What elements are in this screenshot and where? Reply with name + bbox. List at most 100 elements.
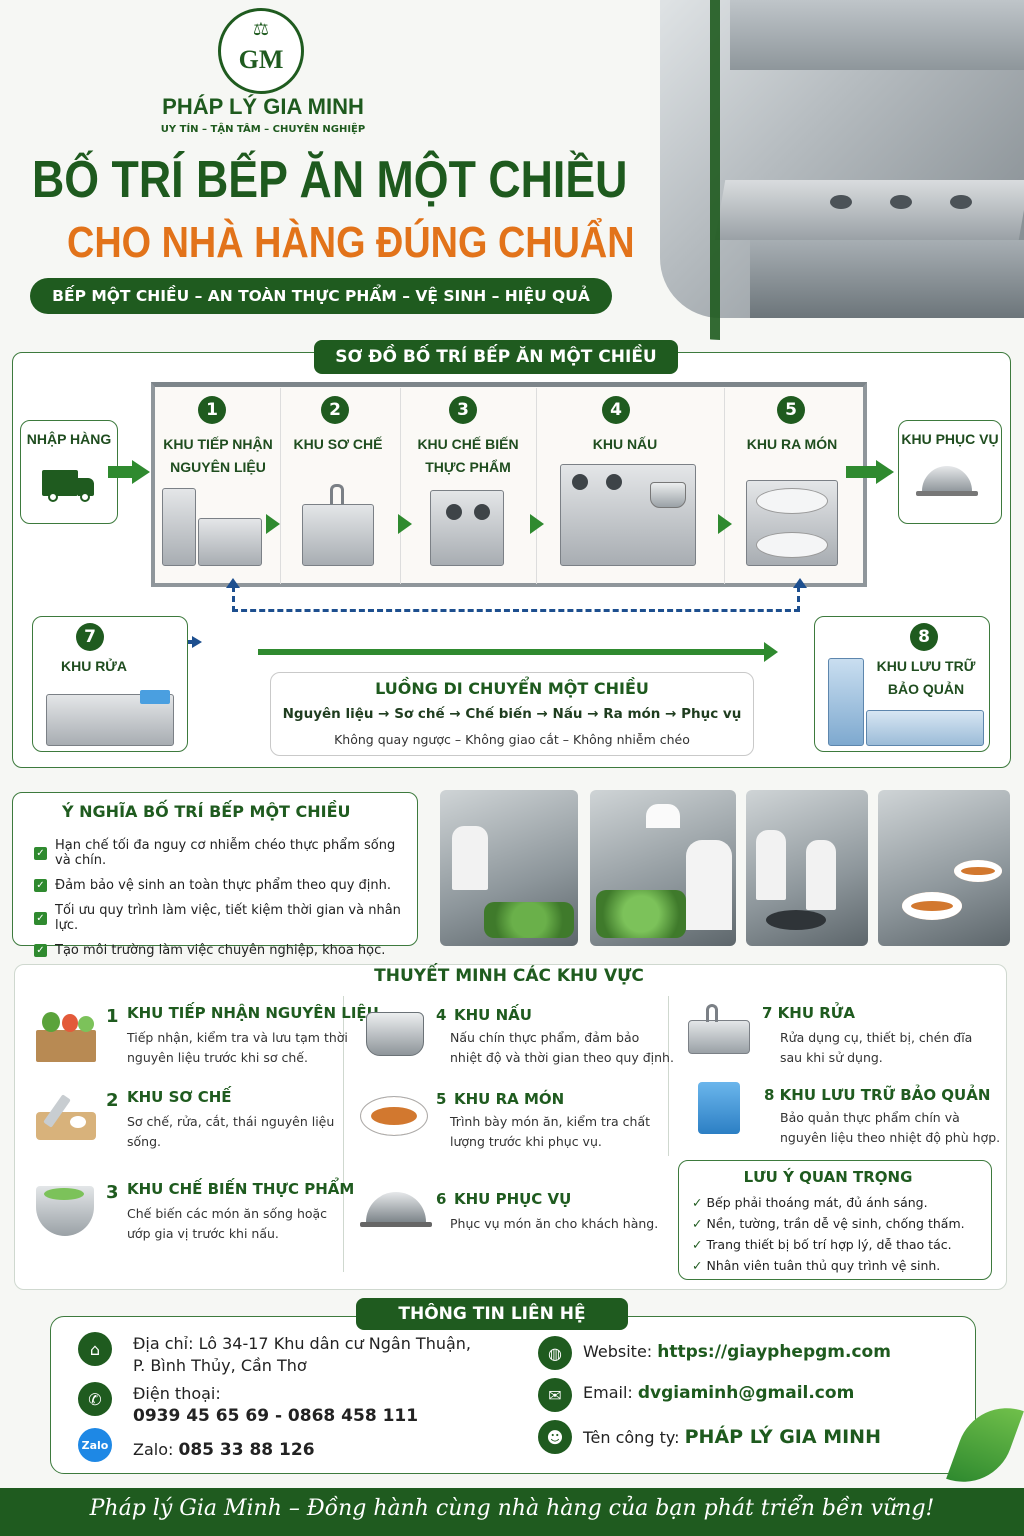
check-icon: ✓ <box>34 911 47 925</box>
inlet-label: NHẬP HÀNG <box>26 431 112 447</box>
zone-4-number: 4 <box>602 396 630 424</box>
knife-board-icon <box>36 1092 96 1142</box>
fridge-icon <box>162 488 196 566</box>
leaf-swoosh <box>640 0 720 340</box>
explain-2-title: KHU SƠ CHẾ <box>127 1088 232 1106</box>
explain-3-number: 3 <box>106 1182 119 1203</box>
explain-4-desc-2: nhiệt độ và thời gian theo quy định. <box>450 1050 674 1065</box>
explain-4-number: 4 <box>436 1006 447 1024</box>
stove-icon <box>430 490 504 566</box>
contact-phone[interactable]: 0939 45 65 69 - 0868 458 111 <box>133 1406 419 1426</box>
phone-icon: ✆ <box>78 1382 112 1416</box>
flow-arrow-4 <box>718 514 732 534</box>
explain-3-title: KHU CHẾ BIẾN THỰC PHẨM <box>127 1180 355 1198</box>
zalo-icon: Zalo <box>78 1428 112 1462</box>
plated-dish-icon <box>360 1096 428 1136</box>
meaning-list: ✓Hạn chế tối đa nguy cơ nhiễm chéo thực … <box>34 838 414 968</box>
storage-cabinet-icon <box>866 710 984 746</box>
hero-title-line2: CHO NHÀ HÀNG ĐÚNG CHUẨN <box>67 218 635 267</box>
explain-1-title: KHU TIẾP NHẬN NGUYÊN LIỆU <box>127 1004 379 1022</box>
explain-2-desc-1: Sơ chế, rửa, cắt, thái nguyên liệu <box>127 1114 335 1129</box>
zone-4-label: KHU NẤU <box>592 436 658 452</box>
logo-scale-icon: ⚖ <box>252 19 270 40</box>
meaning-item: ✓Hạn chế tối đa nguy cơ nhiễm chéo thực … <box>34 838 414 868</box>
contact-zalo[interactable]: Zalo: 085 33 88 126 <box>133 1440 315 1460</box>
explain-6-number: 6 <box>436 1190 447 1208</box>
important-note <box>678 1160 992 1280</box>
important-note-title: LƯU Ý QUAN TRỌNG <box>743 1168 913 1186</box>
footer-bar <box>0 1488 1024 1536</box>
check-icon: ✓ <box>692 1258 703 1273</box>
dish-sink-icon <box>688 1020 750 1054</box>
crate-icon <box>36 1010 96 1062</box>
zone-3-number: 3 <box>449 396 477 424</box>
contact-email[interactable]: Email: dvgiaminh@gmail.com <box>583 1383 855 1403</box>
chef-photo-3 <box>746 790 868 946</box>
explain-3-desc-2: ướp gia vị trước khi nấu. <box>127 1226 279 1241</box>
brand-tagline: UY TÍN – TẬN TÂM – CHUYÊN NGHIỆP <box>160 124 366 135</box>
main-flow-arrow <box>258 649 766 655</box>
meaning-item: ✓Tối ưu quy trình làm việc, tiết kiệm th… <box>34 903 414 933</box>
explain-2-desc-2: sống. <box>127 1134 161 1149</box>
pot-icon <box>650 482 686 508</box>
sink-icon <box>302 504 374 566</box>
contact-website[interactable]: Website: https://giayphepgm.com <box>583 1342 891 1362</box>
explain-5-title: KHU RA MÓN <box>454 1090 565 1108</box>
important-note-list: ✓ Bếp phải thoáng mát, đủ ánh sáng. ✓ Nề… <box>692 1195 965 1273</box>
return-path-dashed <box>232 586 800 612</box>
brand-name: PHÁP LÝ GIA MINH <box>162 94 364 119</box>
explain-1-desc-2: nguyên liệu trước khi sơ chế. <box>127 1050 308 1065</box>
explain-4-desc-1: Nấu chín thực phẩm, đảm bảo <box>450 1030 640 1045</box>
meaning-item: ✓Tạo môi trường làm việc chuyên nghiệp, … <box>34 943 414 958</box>
explain-5-number: 5 <box>436 1090 447 1108</box>
user-icon: ☻ <box>538 1420 572 1454</box>
check-icon: ✓ <box>692 1237 703 1252</box>
flow-note-title: LUỒNG DI CHUYỂN MỘT CHIỀU <box>375 679 649 698</box>
storage-fridge-icon <box>828 658 864 746</box>
explain-title: THUYẾT MINH CÁC KHU VỰC <box>374 966 644 986</box>
check-icon: ✓ <box>34 879 47 892</box>
explain-8-title: 8 KHU LƯU TRỮ BẢO QUẢN <box>764 1086 991 1104</box>
check-icon: ✓ <box>34 846 47 860</box>
hero-title-line1: BỐ TRÍ BẾP ĂN MỘT CHIỀU <box>32 151 628 209</box>
chef-photo-1 <box>440 790 578 946</box>
explain-7-title: 7 KHU RỬA <box>762 1004 855 1022</box>
footer-slogan: Pháp lý Gia Minh – Đồng hành cùng nhà hà… <box>89 1496 935 1521</box>
dish-rack-icon <box>140 690 170 704</box>
mixing-bowl-icon <box>36 1186 94 1236</box>
contact-address-2: P. Bình Thủy, Cần Thơ <box>133 1356 307 1375</box>
zone-1-number: 1 <box>198 396 226 424</box>
outlet-label: KHU PHỤC VỤ <box>901 431 999 447</box>
inlet-arrow <box>108 466 132 478</box>
check-icon: ✓ <box>692 1216 703 1231</box>
zone-2-number: 2 <box>321 396 349 424</box>
explain-1-number: 1 <box>106 1006 119 1027</box>
meaning-title: Ý NGHĨA BỐ TRÍ BẾP MỘT CHIỀU <box>62 802 351 821</box>
explain-4-title: KHU NẤU <box>454 1006 532 1024</box>
check-icon: ✓ <box>692 1195 703 1210</box>
explain-6-desc-1: Phục vụ món ăn cho khách hàng. <box>450 1216 659 1231</box>
zone-7-label: KHU RỬA <box>60 658 128 674</box>
meaning-item: ✓Đảm bảo vệ sinh an toàn thực phẩm theo … <box>34 878 414 893</box>
faucet-icon <box>330 484 344 504</box>
zone-1-label: KHU TIẾP NHẬN NGUYÊN LIỆU <box>163 436 273 475</box>
flow-note-steps: Nguyên liệu → Sơ chế → Chế biến → Nấu → … <box>282 706 742 722</box>
contact-address-1: Địa chỉ: Lô 34-17 Khu dân cư Ngân Thuận, <box>133 1334 472 1353</box>
meaning-panel <box>12 792 418 946</box>
zone-8-label: KHU LƯU TRỮ BẢO QUẢN <box>876 658 976 697</box>
globe-icon: ◍ <box>538 1336 572 1370</box>
contact-title: THÔNG TIN LIÊN HỆ <box>356 1298 628 1330</box>
zone-5-label: KHU RA MÓN <box>746 436 838 452</box>
kitchen-photo <box>660 0 1024 318</box>
email-icon: ✉ <box>538 1378 572 1412</box>
flow-note <box>270 672 754 756</box>
cooking-pot-icon <box>366 1012 424 1056</box>
zone-8-number: 8 <box>910 623 938 651</box>
explain-6-title: KHU PHỤC VỤ <box>454 1190 572 1208</box>
outlet-arrow <box>846 466 876 478</box>
zone-7-number: 7 <box>76 623 104 651</box>
explain-7-desc-2: sau khi sử dụng. <box>780 1050 883 1065</box>
explain-5-desc-1: Trình bày món ăn, kiểm tra chất <box>450 1114 651 1129</box>
zone-5-number: 5 <box>777 396 805 424</box>
explain-2-number: 2 <box>106 1090 119 1111</box>
